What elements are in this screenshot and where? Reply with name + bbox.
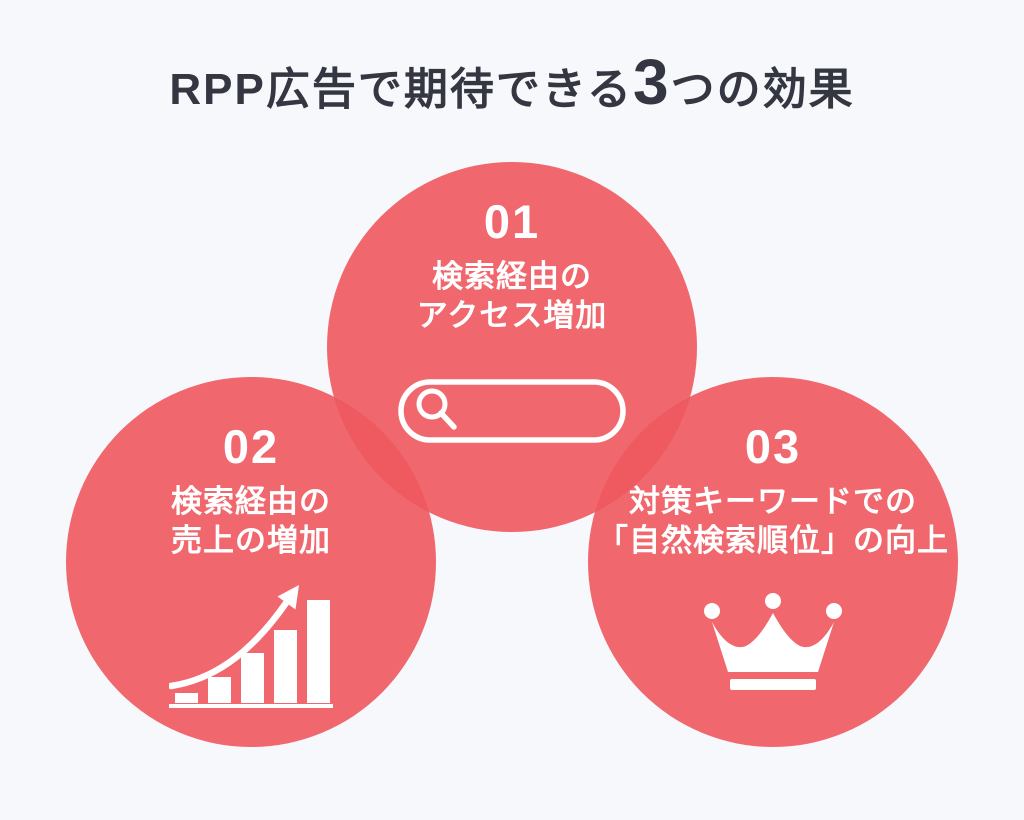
search-bar-outline bbox=[398, 379, 626, 443]
crown-ball-right bbox=[826, 603, 842, 619]
title-prefix: RPP広告で期待できる bbox=[169, 65, 633, 114]
effect-label-03-line2: 「自然検索順位」の向上 bbox=[597, 523, 949, 558]
page-title: RPP広告で期待できる3つの効果 bbox=[0, 46, 1024, 129]
crown-ball-left bbox=[704, 603, 720, 619]
magnifier-handle bbox=[438, 410, 457, 430]
effect-label-01-line2: アクセス増加 bbox=[416, 298, 608, 333]
bar-4 bbox=[274, 630, 297, 703]
effect-label-03-line1: 対策キーワードでの bbox=[629, 484, 917, 519]
crown-body bbox=[712, 613, 834, 672]
bar-1 bbox=[175, 693, 198, 703]
effect-label-01-line1: 検索経由の bbox=[431, 259, 592, 294]
effect-number-01: 01 bbox=[483, 195, 541, 248]
effect-circle-02: 02 検索経由の 売上の増加 bbox=[66, 377, 436, 747]
magnifier-glass-icon bbox=[416, 388, 448, 420]
crown-ball-middle bbox=[765, 593, 781, 609]
crown-base-band bbox=[730, 679, 816, 690]
growth-arrow-curve bbox=[169, 599, 290, 690]
bar-2 bbox=[208, 677, 231, 703]
effect-number-02: 02 bbox=[222, 420, 280, 473]
effect-label-02-line2: 売上の増加 bbox=[171, 523, 331, 558]
growth-arrow-head bbox=[277, 585, 299, 610]
effect-label-01: 検索経由の アクセス増加 bbox=[417, 257, 607, 335]
effect-number-03: 03 bbox=[744, 420, 802, 473]
effect-label-02-line1: 検索経由の bbox=[171, 484, 331, 519]
effect-circle-03: 03 対策キーワードでの 「自然検索順位」の向上 bbox=[588, 377, 958, 747]
effect-label-03: 対策キーワードでの 「自然検索順位」の向上 bbox=[597, 482, 949, 560]
title-highlight-number: 3 bbox=[633, 46, 671, 118]
title-suffix: つの効果 bbox=[670, 65, 855, 114]
search-bar-icon bbox=[398, 379, 626, 443]
chart-baseline bbox=[169, 704, 333, 708]
effect-label-02: 検索経由の 売上の増加 bbox=[171, 482, 331, 560]
bar-5 bbox=[307, 600, 330, 703]
growth-bar-chart-icon bbox=[169, 585, 333, 708]
bar-3 bbox=[241, 653, 264, 703]
crown-icon bbox=[704, 593, 842, 690]
